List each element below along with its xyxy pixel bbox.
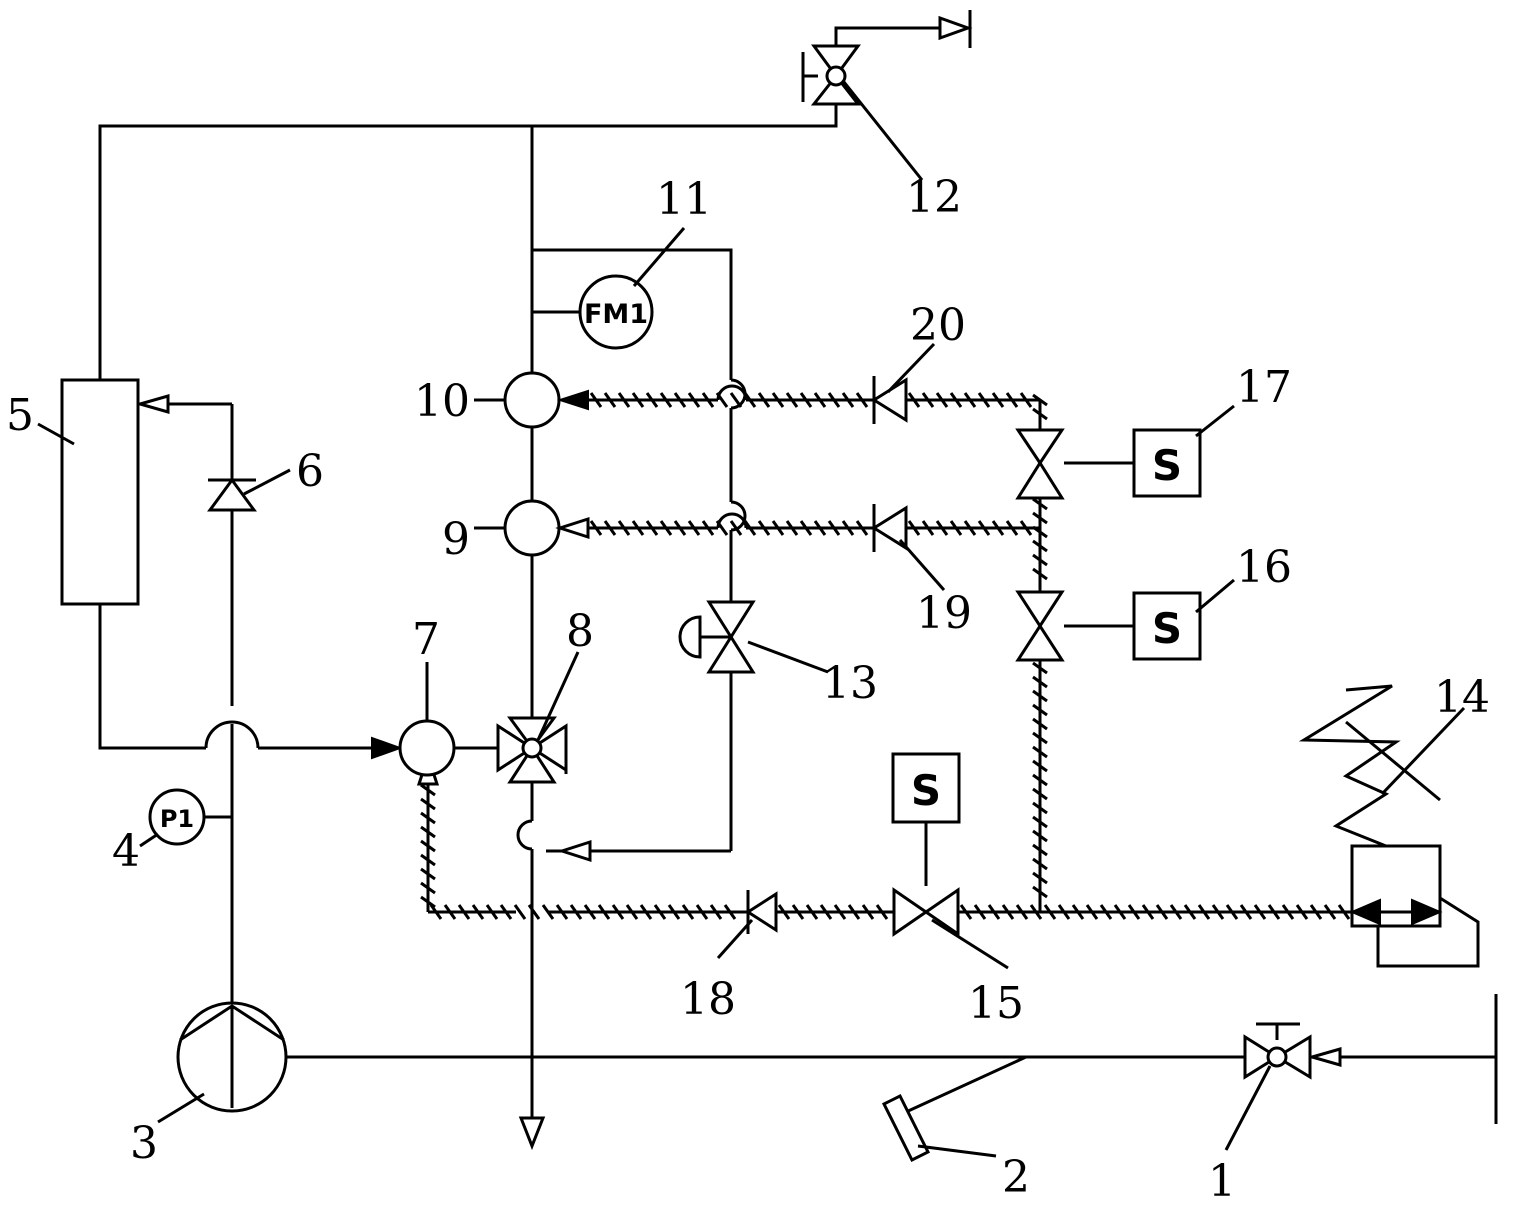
label-12: 12	[906, 172, 962, 223]
check-valve-20	[871, 376, 908, 424]
pressure-gauge-label: P1	[160, 805, 194, 833]
component-labels: 5 6 7 8 9 10 11 12 13 14 15 16 17 18 19 …	[6, 172, 1490, 1206]
label-3: 3	[130, 1118, 158, 1169]
label-11: 11	[656, 174, 712, 225]
label-6: 6	[296, 446, 324, 497]
strainer-2	[881, 1093, 931, 1163]
mixer-9	[503, 499, 561, 557]
label-16: 16	[1236, 542, 1292, 593]
check-valve-18	[745, 890, 778, 934]
label-9: 9	[442, 514, 470, 565]
label-1: 1	[1208, 1156, 1236, 1206]
drain-arrow	[518, 1116, 546, 1151]
valve-13	[678, 600, 756, 674]
mixer-7	[398, 719, 456, 777]
solenoid-16-symbol: S	[1152, 604, 1182, 653]
label-10: 10	[414, 376, 470, 427]
solenoid-valve-15: S	[891, 752, 961, 937]
label-4: 4	[112, 826, 140, 877]
pipes	[98, 10, 1498, 1151]
label-14: 14	[1434, 672, 1490, 723]
flow-meter-label: FM1	[584, 299, 648, 330]
solenoid-valve-16: S	[1015, 590, 1202, 662]
valve-8	[496, 716, 568, 784]
leader-lines	[37, 81, 1466, 1158]
valve-12	[810, 15, 973, 106]
label-19: 19	[916, 588, 972, 639]
pump-3	[176, 1001, 288, 1113]
mixer-10	[503, 371, 561, 429]
label-20: 20	[910, 300, 966, 351]
label-18: 18	[680, 974, 736, 1025]
flow-meter-11: FM1	[578, 274, 654, 350]
column-5	[60, 378, 140, 606]
check-valve-6	[207, 477, 257, 512]
solenoid-15-symbol: S	[911, 766, 941, 815]
label-15: 15	[968, 978, 1024, 1029]
valve-1	[1243, 1034, 1312, 1080]
label-13: 13	[822, 658, 878, 709]
solenoid-valve-17: S	[1015, 428, 1202, 500]
solenoid-17-symbol: S	[1152, 441, 1182, 490]
pressure-gauge-4: P1	[148, 788, 206, 846]
check-valve-19	[871, 504, 908, 552]
label-5: 5	[6, 390, 34, 441]
label-2: 2	[1002, 1152, 1030, 1203]
hatched-lines	[416, 384, 1352, 920]
label-7: 7	[412, 614, 440, 665]
label-17: 17	[1236, 362, 1292, 413]
label-8: 8	[566, 606, 594, 657]
heater-14	[1298, 684, 1443, 928]
hatch-marks	[420, 392, 1351, 920]
